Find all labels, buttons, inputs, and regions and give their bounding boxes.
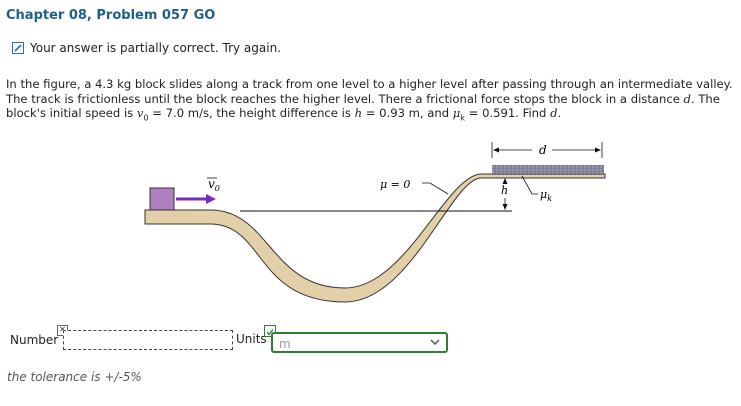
units-label: Units	[236, 332, 267, 346]
v0-label: v0	[208, 177, 220, 193]
status-message: Your answer is partially correct. Try ag…	[12, 41, 281, 55]
page-title: Chapter 08, Problem 057 GO	[6, 8, 216, 23]
d-label: d	[539, 143, 547, 157]
status-text: Your answer is partially correct. Try ag…	[30, 41, 282, 55]
mu-zero-label: μ = 0	[380, 178, 410, 191]
muk-label: μk	[540, 188, 552, 203]
tolerance-note: the tolerance is +/-5%	[7, 370, 142, 384]
edit-icon	[12, 42, 24, 54]
track-diagram: v0 μ = 0 d h μk	[144, 142, 606, 303]
number-label: Number	[10, 333, 59, 347]
problem-figure: v0 μ = 0 d h μk	[140, 138, 615, 322]
h-label: h	[501, 184, 508, 197]
units-select[interactable]: m	[271, 332, 448, 353]
block	[149, 187, 175, 211]
number-input[interactable]	[63, 330, 233, 350]
units-selected-value: m	[279, 337, 291, 351]
problem-statement: In the figure, a 4.3 kg block slides alo…	[6, 77, 733, 123]
track	[144, 173, 606, 303]
chevron-down-icon	[430, 336, 440, 351]
